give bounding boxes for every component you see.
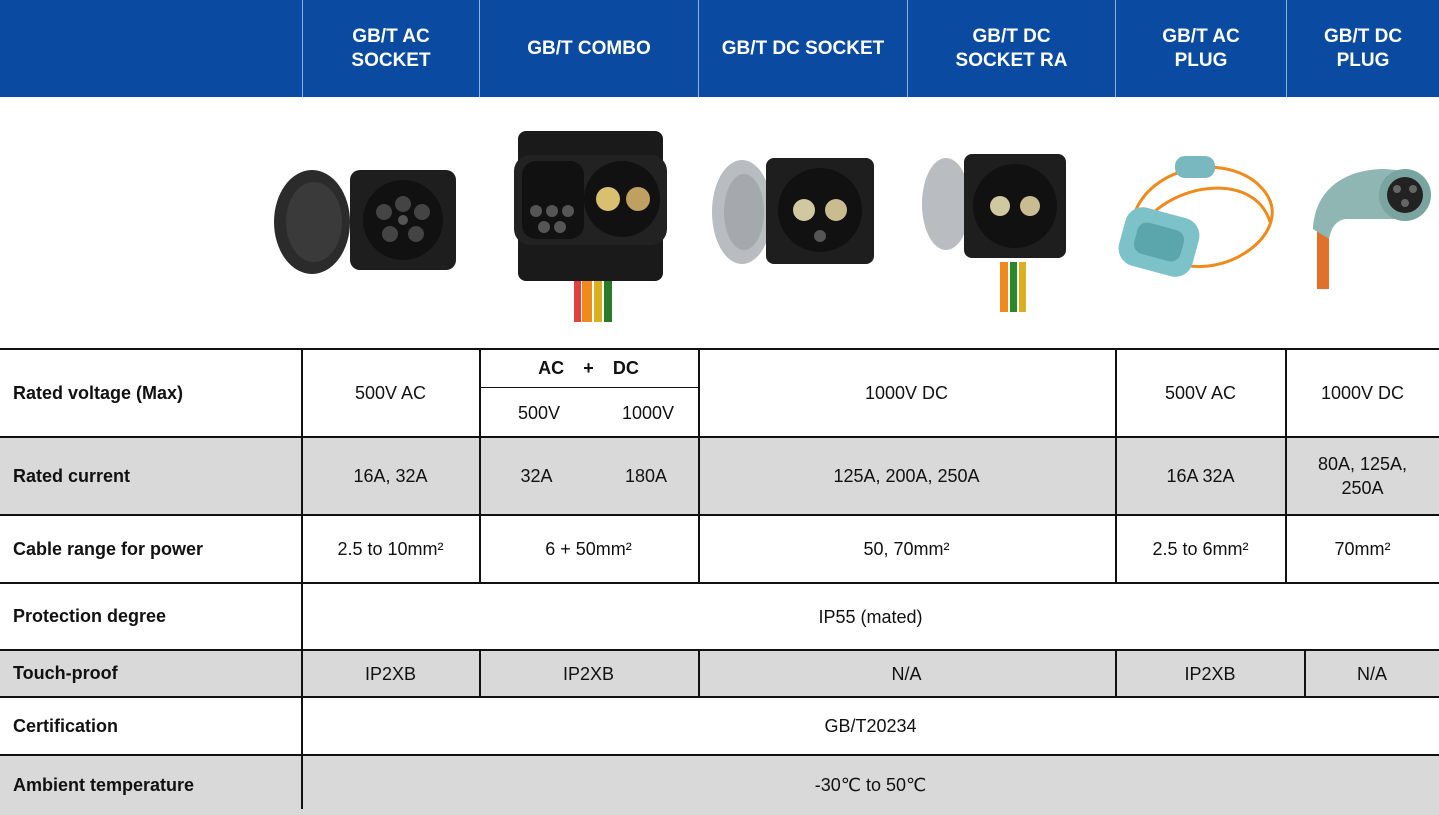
label-rated-voltage: Rated voltage (Max) (13, 382, 184, 403)
header-gbt-dc-plug: GB/T DC PLUG (1286, 0, 1439, 97)
grid-h (0, 348, 1439, 350)
current-dc-socket: 125A, 200A, 250A (833, 466, 980, 486)
row-certification: Certification GB/T20234 (0, 697, 1439, 755)
row-rated-voltage: Rated voltage (Max) 500V AC AC + DC 500V… (0, 349, 1439, 437)
cable-dc-plug: 70mm² (1334, 539, 1391, 559)
touch-ac-plug: IP2XB (1184, 663, 1236, 684)
gbt-ac-plug-image (1118, 156, 1274, 277)
grid-h (0, 696, 1439, 698)
current-ac-plug: 16A 32A (1166, 466, 1235, 486)
gbt-dc-socket-image (712, 158, 874, 264)
grid-v (301, 349, 303, 809)
grid-h (0, 514, 1439, 516)
touch-dc-plug: N/A (1356, 663, 1387, 684)
label-rated-current: Rated current (13, 465, 131, 486)
grid-v (479, 349, 481, 583)
touch-dc-socket: N/A (891, 663, 922, 684)
cable-ac-plug: 2.5 to 6mm² (1152, 539, 1249, 559)
row-rated-current: Rated current 16A, 32A 32A 180A 125A, 20… (0, 437, 1439, 515)
row-cable-range: Cable range for power 2.5 to 10mm² 6 + 5… (0, 515, 1439, 583)
table-header: GB/T AC SOCKET GB/T COMBO GB/T DC SOCKET… (0, 0, 1439, 97)
current-ac-socket: 16A, 32A (353, 466, 428, 486)
voltage-ac-socket: 500V AC (354, 383, 427, 403)
grid-v (1304, 650, 1306, 697)
product-images (0, 97, 1439, 349)
current-combo-dc: 180A (624, 466, 668, 486)
grid-v (698, 650, 700, 697)
ambient-value: -30℃ to 50℃ (814, 775, 927, 795)
gbt-combo-image (514, 131, 667, 322)
row-ambient-temperature: Ambient temperature -30℃ to 50℃ (0, 755, 1439, 815)
grid-h (0, 754, 1439, 756)
label-ambient-temperature: Ambient temperature (13, 774, 195, 795)
grid-v (698, 349, 700, 583)
label-cable-range: Cable range for power (13, 538, 204, 559)
grid-v (1115, 650, 1117, 697)
voltage-combo-ac: 500V (517, 403, 561, 423)
voltage-combo-dc: 1000V (621, 403, 675, 423)
touch-ac-socket: IP2XB (364, 663, 417, 684)
touch-combo: IP2XB (562, 663, 615, 684)
current-dc-plug: 80A, 125A, 250A (1317, 454, 1408, 498)
label-certification: Certification (13, 715, 119, 736)
protection-value: IP55 (mated) (818, 606, 923, 627)
combo-plus: + (583, 358, 594, 378)
certification-value: GB/T20234 (824, 716, 917, 736)
current-combo-ac: 32A (520, 466, 553, 486)
label-protection-degree: Protection degree (13, 606, 167, 626)
header-gbt-ac-plug: GB/T AC PLUG (1115, 0, 1286, 97)
voltage-dc-plug: 1000V DC (1320, 383, 1405, 403)
cable-combo: 6 + 50mm² (545, 539, 632, 559)
grid-v (1115, 349, 1117, 583)
grid-v (479, 650, 481, 697)
grid-h (479, 387, 698, 388)
row-touch-proof: Touch-proof IP2XB IP2XB N/A IP2XB N/A (0, 650, 1439, 697)
combo-ac-head: AC (538, 358, 565, 378)
header-gbt-dc-socket: GB/T DC SOCKET (698, 0, 907, 97)
gbt-ac-socket-image (274, 170, 456, 274)
grid-v (1285, 349, 1287, 583)
header-gbt-combo: GB/T COMBO (479, 0, 698, 97)
label-touch-proof: Touch-proof (13, 663, 118, 683)
header-gbt-ac-socket: GB/T AC SOCKET (302, 0, 479, 97)
voltage-combo-header: AC + DC (479, 349, 698, 387)
gbt-dc-socket-ra-image (922, 154, 1066, 312)
grid-h (0, 582, 1439, 584)
combo-dc-head: DC (612, 358, 639, 378)
grid-h (0, 649, 1439, 651)
gbt-dc-plug-image (1313, 169, 1431, 289)
cable-ac-socket: 2.5 to 10mm² (337, 539, 444, 559)
header-gbt-dc-socket-ra: GB/T DC SOCKET RA (907, 0, 1115, 97)
row-protection-degree: Protection degree IP55 (mated) (0, 583, 1439, 650)
grid-h (0, 436, 1439, 438)
voltage-dc-socket: 1000V DC (864, 383, 949, 403)
voltage-ac-plug: 500V AC (1164, 383, 1237, 403)
cable-dc-socket: 50, 70mm² (863, 539, 950, 559)
